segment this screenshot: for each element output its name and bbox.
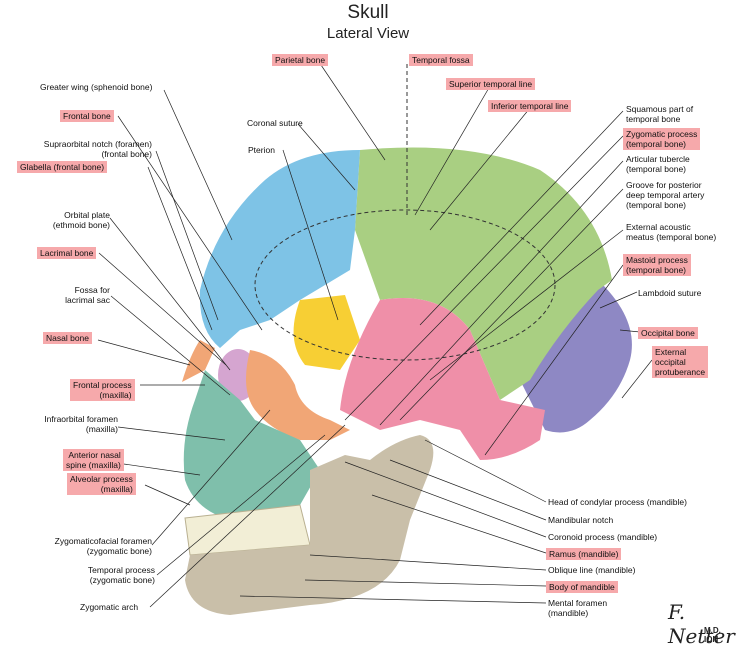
- label-supraorbital-line1: Supraorbital notch (foramen): [43, 139, 152, 149]
- label-superior-temporal-line: Superior temporal line: [446, 78, 536, 90]
- label-groove-line3: (temporal bone): [626, 200, 687, 210]
- label-coronoid-process: Coronoid process (mandible): [548, 532, 658, 542]
- label-lacrimal-bone: Lacrimal bone: [37, 247, 97, 259]
- label-zygomatic-process-line2: (temporal bone): [626, 139, 687, 149]
- label-glabella: Glabella (frontal bone): [17, 161, 108, 173]
- label-body-of-mandible: Body of mandible: [546, 581, 618, 593]
- page-title: Skull: [347, 2, 389, 23]
- label-ramus: Ramus (mandible): [546, 548, 622, 560]
- label-squamous-line2: temporal bone: [626, 114, 681, 124]
- label-anterior-nasal-line2: spine (maxilla): [66, 460, 121, 470]
- label-inferior-temporal-line: Inferior temporal line: [488, 100, 572, 112]
- parietal-bone-shape: [355, 147, 612, 400]
- label-temporal-process: Temporal process (zygomatic bone): [60, 565, 155, 585]
- label-mastoid-line1: Mastoid process: [626, 255, 688, 265]
- occipital-bone-shape: [520, 280, 632, 433]
- nasal-bone-shape: [182, 340, 215, 382]
- label-frontal-process-line2: (maxilla): [99, 390, 132, 400]
- label-mastoid-line2: (temporal bone): [626, 265, 687, 275]
- label-supraorbital: Supraorbital notch (foramen) (frontal bo…: [30, 139, 152, 159]
- label-occipital-bone: Occipital bone: [638, 327, 698, 339]
- label-coronal-suture: Coronal suture: [247, 118, 303, 128]
- sphenoid-bone-shape: [293, 295, 360, 370]
- label-lambdoid-suture: Lambdoid suture: [638, 288, 702, 298]
- label-eop-line1: External: [655, 347, 687, 357]
- label-orbital-plate-line1: Orbital plate: [64, 210, 110, 220]
- label-alveolar-process: Alveolar process (maxilla): [67, 473, 136, 495]
- label-supraorbital-line2: (frontal bone): [101, 149, 152, 159]
- artist-signature: F. Netter: [668, 600, 736, 648]
- label-alveolar-line1: Alveolar process: [70, 474, 133, 484]
- label-orbital-plate-line2: (ethmoid bone): [52, 220, 110, 230]
- label-anterior-nasal-line1: Anterior nasal: [68, 450, 121, 460]
- label-anterior-nasal-spine: Anterior nasal spine (maxilla): [63, 449, 124, 471]
- leader-lines: [97, 61, 653, 608]
- label-nasal-bone: Nasal bone: [43, 332, 93, 344]
- signature-mark: M.D. ION: [704, 626, 736, 644]
- label-mental-line1: Mental foramen: [548, 598, 608, 608]
- label-squamous-line1: Squamous part of: [626, 104, 694, 114]
- label-infraorbital-line1: Infraorbital foramen: [44, 414, 118, 424]
- label-pterion: Pterion: [248, 145, 275, 155]
- label-orbital-plate: Orbital plate (ethmoid bone): [30, 210, 110, 230]
- label-frontal-process-line1: Frontal process: [73, 380, 132, 390]
- mandible-shape: [185, 435, 434, 615]
- label-oblique-line: Oblique line (mandible): [548, 565, 636, 575]
- page-subtitle: Lateral View: [326, 25, 410, 42]
- signature-name: F. Netter: [668, 600, 735, 648]
- label-temporal-fossa: Temporal fossa: [409, 54, 473, 66]
- signature-suffix: M.D.: [704, 626, 721, 635]
- label-zygomatic-process-line1: Zygomatic process: [626, 129, 698, 139]
- label-head-condylar: Head of condylar process (mandible): [548, 497, 687, 507]
- label-groove-line1: Groove for posterior: [626, 180, 702, 190]
- label-groove: Groove for posterior deep temporal arter…: [626, 180, 704, 210]
- label-fossa-lacrimal: Fossa for lacrimal sac: [30, 285, 110, 305]
- label-mastoid-process: Mastoid process (temporal bone): [623, 254, 691, 276]
- label-alveolar-line2: (maxilla): [100, 484, 133, 494]
- label-mental-line2: (mandible): [548, 608, 589, 618]
- signature-ion: ION: [704, 635, 719, 644]
- maxilla-shape: [183, 370, 320, 520]
- temporal-bone-shape: [340, 298, 545, 460]
- label-infraorbital: Infraorbital foramen (maxilla): [20, 414, 118, 434]
- label-infraorbital-line2: (maxilla): [85, 424, 118, 434]
- label-zygomaticofacial: Zygomaticofacial foramen (zygomatic bone…: [40, 536, 152, 556]
- label-frontal-bone: Frontal bone: [60, 110, 114, 122]
- label-greater-wing: Greater wing (sphenoid bone): [40, 82, 153, 92]
- label-groove-line2: deep temporal artery: [626, 190, 705, 200]
- label-mental-foramen: Mental foramen (mandible): [548, 598, 607, 618]
- label-articular-line1: Articular tubercle: [626, 154, 690, 164]
- label-articular-tubercle: Articular tubercle (temporal bone): [626, 154, 690, 174]
- label-zygomatic-arch: Zygomatic arch: [80, 602, 139, 612]
- label-temporal-process-line1: Temporal process: [87, 565, 155, 575]
- label-articular-line2: (temporal bone): [626, 164, 687, 174]
- label-external-acoustic-meatus: External acoustic meatus (temporal bone): [626, 222, 716, 242]
- label-fossa-lacrimal-line2: lacrimal sac: [65, 295, 110, 305]
- label-eop-line2: occipital: [655, 357, 686, 367]
- temporal-fossa-outline: [254, 209, 556, 361]
- label-zygomaticofacial-line1: Zygomaticofacial foramen: [54, 536, 152, 546]
- label-zygomaticofacial-line2: (zygomatic bone): [86, 546, 152, 556]
- label-eam-line2: meatus (temporal bone): [626, 232, 717, 242]
- label-frontal-process: Frontal process (maxilla): [70, 379, 135, 401]
- label-eop-line3: protuberance: [655, 367, 706, 377]
- label-external-occipital-protuberance: External occipital protuberance: [652, 346, 709, 378]
- zygomatic-bone-shape: [246, 350, 350, 440]
- label-temporal-process-line2: (zygomatic bone): [89, 575, 155, 585]
- frontal-bone-shape: [199, 150, 360, 348]
- label-parietal-bone: Parietal bone: [272, 54, 329, 66]
- label-zygomatic-process: Zygomatic process (temporal bone): [623, 128, 701, 150]
- label-eam-line1: External acoustic: [626, 222, 691, 232]
- label-fossa-lacrimal-line1: Fossa for: [74, 285, 110, 295]
- label-squamous: Squamous part of temporal bone: [626, 104, 693, 124]
- label-mandibular-notch: Mandibular notch: [548, 515, 614, 525]
